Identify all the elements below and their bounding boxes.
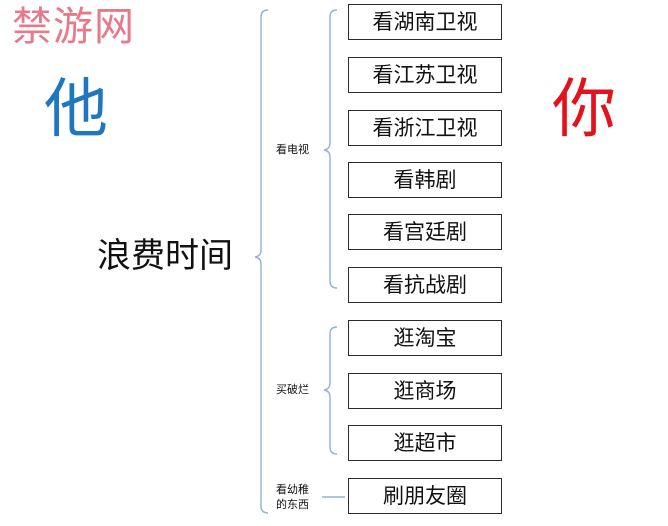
category-label-tv: 看电视 bbox=[276, 143, 309, 156]
leaf-node: 看宫廷剧 bbox=[348, 214, 502, 250]
leaf-node: 逛淘宝 bbox=[348, 320, 502, 356]
leaf-node: 看湖南卫视 bbox=[348, 4, 502, 40]
category-label-kids: 看幼稚的东西 bbox=[276, 483, 309, 511]
root-bracket bbox=[254, 9, 269, 514]
category-bracket-shopping bbox=[323, 326, 338, 455]
leaf-node: 看浙江卫视 bbox=[348, 110, 502, 146]
watermark-text: 禁游网 bbox=[12, 4, 135, 50]
root-node: 浪费时间 bbox=[97, 236, 233, 276]
leaf-node: 看江苏卫视 bbox=[348, 57, 502, 93]
right-character: 你 bbox=[552, 73, 616, 147]
leaf-node: 逛商场 bbox=[348, 373, 502, 409]
leaf-node: 刷朋友圈 bbox=[348, 478, 502, 514]
left-character: 他 bbox=[44, 73, 108, 147]
category-label-shopping: 买破烂 bbox=[276, 383, 309, 396]
leaf-node: 看抗战剧 bbox=[348, 267, 502, 303]
category-bracket-tv bbox=[323, 9, 338, 289]
leaf-node: 逛超市 bbox=[348, 425, 502, 461]
leaf-node: 看韩剧 bbox=[348, 162, 502, 198]
